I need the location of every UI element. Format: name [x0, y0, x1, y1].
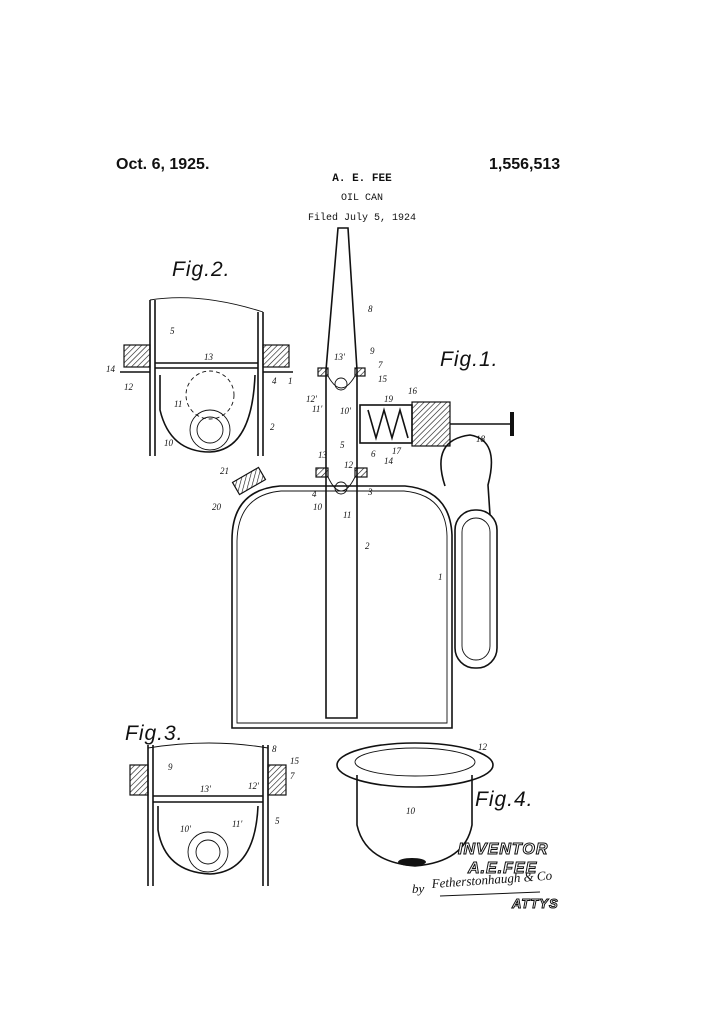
fig1-numerals: 8 9 13' 7 15 12' 11' 10' 16 19 17 18 5 1…: [212, 304, 486, 582]
patent-number: 1,556,513: [489, 156, 561, 173]
figure-2-label: Fig.2.: [172, 258, 231, 281]
ref-numeral: 5: [170, 326, 175, 336]
ref-numeral: 10: [406, 806, 416, 816]
can-body: [231, 485, 453, 729]
attorney-signature: Fetherstonhaugh & Co: [430, 868, 553, 891]
figure-3-label: Fig.3.: [125, 722, 184, 745]
spout-tube: [325, 227, 358, 719]
filler-cap: [231, 466, 267, 496]
fig2-numerals: 5 14 12 13 11 10 4 1 2: [106, 326, 293, 448]
ref-numeral: 5: [275, 816, 280, 826]
inventor-name-header: A. E. FEE: [332, 173, 392, 185]
patent-date: Oct. 6, 1925.: [116, 156, 210, 173]
ref-numeral: 12': [306, 394, 318, 404]
ref-numeral: 2: [365, 541, 370, 551]
ref-numeral: 5: [340, 440, 345, 450]
ref-numeral: 16: [408, 386, 418, 396]
ref-numeral: 15: [290, 756, 300, 766]
ref-numeral: 18: [476, 434, 486, 444]
patent-title: OIL CAN: [340, 193, 383, 204]
fig4-numerals: 12 10: [406, 742, 488, 816]
ref-numeral: 13': [200, 784, 212, 794]
ref-numeral: 11: [343, 510, 351, 520]
inventor-name: A.E.FEE: [467, 860, 538, 877]
inventor-label: INVENTOR: [458, 841, 548, 858]
ref-numeral: 1: [288, 376, 293, 386]
figure-4-label: Fig.4.: [475, 788, 534, 811]
ref-numeral: 13': [334, 352, 346, 362]
figure-4-valve-cup: Fig.4.: [336, 742, 534, 867]
figure-3-valve-detail: Fig.3.: [125, 722, 287, 886]
ref-numeral: 4: [312, 489, 317, 499]
ref-numeral: 8: [368, 304, 373, 314]
ref-numeral: 12: [478, 742, 488, 752]
pump-cylinder: [359, 401, 514, 447]
figure-1-oil-can: Fig.1.: [231, 227, 514, 729]
ref-numeral: 7: [290, 771, 295, 781]
ref-numeral: 19: [384, 394, 394, 404]
by-label: by: [412, 881, 425, 896]
ref-numeral: 10': [340, 406, 352, 416]
ref-numeral: 10: [313, 502, 323, 512]
ref-numeral: 8: [272, 744, 277, 754]
can-handle: [440, 434, 498, 669]
ref-numeral: 11': [312, 404, 323, 414]
ref-numeral: 15: [378, 374, 388, 384]
ref-numeral: 2: [270, 422, 275, 432]
ref-numeral: 14: [106, 364, 116, 374]
figure-1-label: Fig.1.: [440, 348, 499, 371]
ref-numeral: 13: [318, 450, 328, 460]
ref-numeral: 9: [370, 346, 375, 356]
ref-numeral: 9: [168, 762, 173, 772]
signature-block: INVENTOR A.E.FEE by Fetherstonhaugh & Co…: [412, 841, 559, 912]
ref-numeral: 7: [378, 360, 383, 370]
ref-numeral: 10': [180, 824, 192, 834]
ref-numeral: 12: [124, 382, 134, 392]
ref-numeral: 3: [367, 487, 373, 497]
ref-numeral: 17: [392, 446, 402, 456]
figure-2-valve-detail: Fig.2.: [120, 258, 293, 456]
attorneys-label: ATTYS: [511, 896, 559, 911]
ref-numeral: 1: [438, 572, 443, 582]
ref-numeral: 4: [272, 376, 277, 386]
ref-numeral: 12: [344, 460, 354, 470]
ref-numeral: 12': [248, 781, 260, 791]
ref-numeral: 10: [164, 438, 174, 448]
ref-numeral: 11: [174, 399, 182, 409]
ref-numeral: 21: [220, 466, 229, 476]
ref-numeral: 6: [371, 449, 376, 459]
ref-numeral: 20: [212, 502, 222, 512]
ref-numeral: 14: [384, 456, 394, 466]
fig3-numerals: 8 9 15 7 13' 12' 10' 11' 5: [168, 744, 300, 834]
filed-date: Filed July 5, 1924: [307, 213, 417, 224]
ref-numeral: 11': [232, 819, 243, 829]
ref-numeral: 13: [204, 352, 214, 362]
